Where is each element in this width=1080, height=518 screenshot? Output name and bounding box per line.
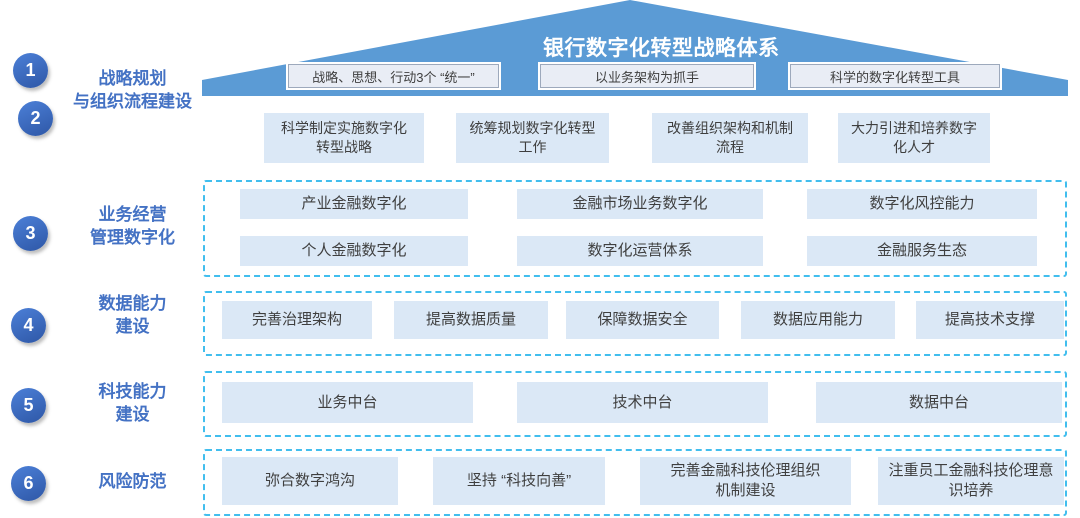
step-badge-2: 2 bbox=[18, 101, 53, 136]
item-box: 保障数据安全 bbox=[566, 301, 719, 339]
strategy-item: 统筹规划数字化转型 工作 bbox=[456, 113, 609, 163]
section-label-line: 建设 bbox=[115, 317, 150, 336]
roof-beam-architecture: 以业务架构为抓手 bbox=[540, 64, 754, 88]
item-box: 坚持 “科技向善” bbox=[433, 457, 605, 505]
item-box: 注重员工金融科技伦理意 识培养 bbox=[878, 457, 1064, 505]
section-label-business: 业务经营 管理数字化 bbox=[50, 203, 215, 249]
strategy-item: 大力引进和培养数字 化人才 bbox=[838, 113, 990, 163]
section-label-line: 业务经营 bbox=[98, 205, 167, 224]
section-label-line: 科技能力 bbox=[98, 382, 167, 401]
item-box: 完善治理架构 bbox=[222, 301, 372, 339]
section-label-strategy-org: 战略规划 与组织流程建设 bbox=[50, 67, 215, 113]
item-box: 产业金融数字化 bbox=[240, 189, 468, 219]
strategy-item: 科学制定实施数字化 转型战略 bbox=[264, 113, 424, 163]
item-box: 弥合数字鸿沟 bbox=[222, 457, 398, 505]
item-box: 数据应用能力 bbox=[741, 301, 895, 339]
item-box: 提高技术支撑 bbox=[916, 301, 1064, 339]
section-tech-container bbox=[203, 371, 1067, 437]
roof-beam-tools: 科学的数字化转型工具 bbox=[790, 64, 1000, 88]
step-badge-3: 3 bbox=[13, 216, 48, 251]
diagram-title: 银行数字化转型战略体系 bbox=[543, 37, 780, 60]
section-label-line: 战略规划 bbox=[98, 69, 167, 88]
strategy-item: 改善组织架构和机制 流程 bbox=[652, 113, 808, 163]
section-label-line: 管理数字化 bbox=[90, 228, 175, 247]
item-box: 业务中台 bbox=[222, 382, 473, 423]
section-risk-container bbox=[203, 449, 1067, 516]
section-label-line: 与组织流程建设 bbox=[73, 92, 192, 111]
section-business-container bbox=[203, 180, 1067, 277]
step-badge-5: 5 bbox=[11, 388, 46, 423]
section-label-line: 风险防范 bbox=[98, 472, 167, 491]
item-box: 完善金融科技伦理组织 机制建设 bbox=[640, 457, 851, 505]
item-box: 数据中台 bbox=[816, 382, 1062, 423]
roof-beam-unify: 战略、思想、行动3个 “统一” bbox=[288, 64, 499, 88]
item-box: 金融服务生态 bbox=[807, 236, 1037, 266]
item-box: 提高数据质量 bbox=[394, 301, 548, 339]
item-box: 个人金融数字化 bbox=[240, 236, 468, 266]
step-badge-4: 4 bbox=[11, 308, 46, 343]
section-label-line: 建设 bbox=[115, 405, 150, 424]
item-box: 数字化运营体系 bbox=[517, 236, 763, 266]
section-label-data: 数据能力 建设 bbox=[50, 292, 215, 338]
step-badge-1: 1 bbox=[13, 53, 48, 88]
item-box: 数字化风控能力 bbox=[807, 189, 1037, 219]
section-label-tech: 科技能力 建设 bbox=[50, 380, 215, 426]
item-box: 技术中台 bbox=[517, 382, 768, 423]
section-label-line: 数据能力 bbox=[98, 294, 167, 313]
step-badge-6: 6 bbox=[11, 466, 46, 501]
item-box: 金融市场业务数字化 bbox=[517, 189, 763, 219]
section-data-container bbox=[203, 291, 1067, 356]
section-label-risk: 风险防范 bbox=[50, 470, 215, 493]
